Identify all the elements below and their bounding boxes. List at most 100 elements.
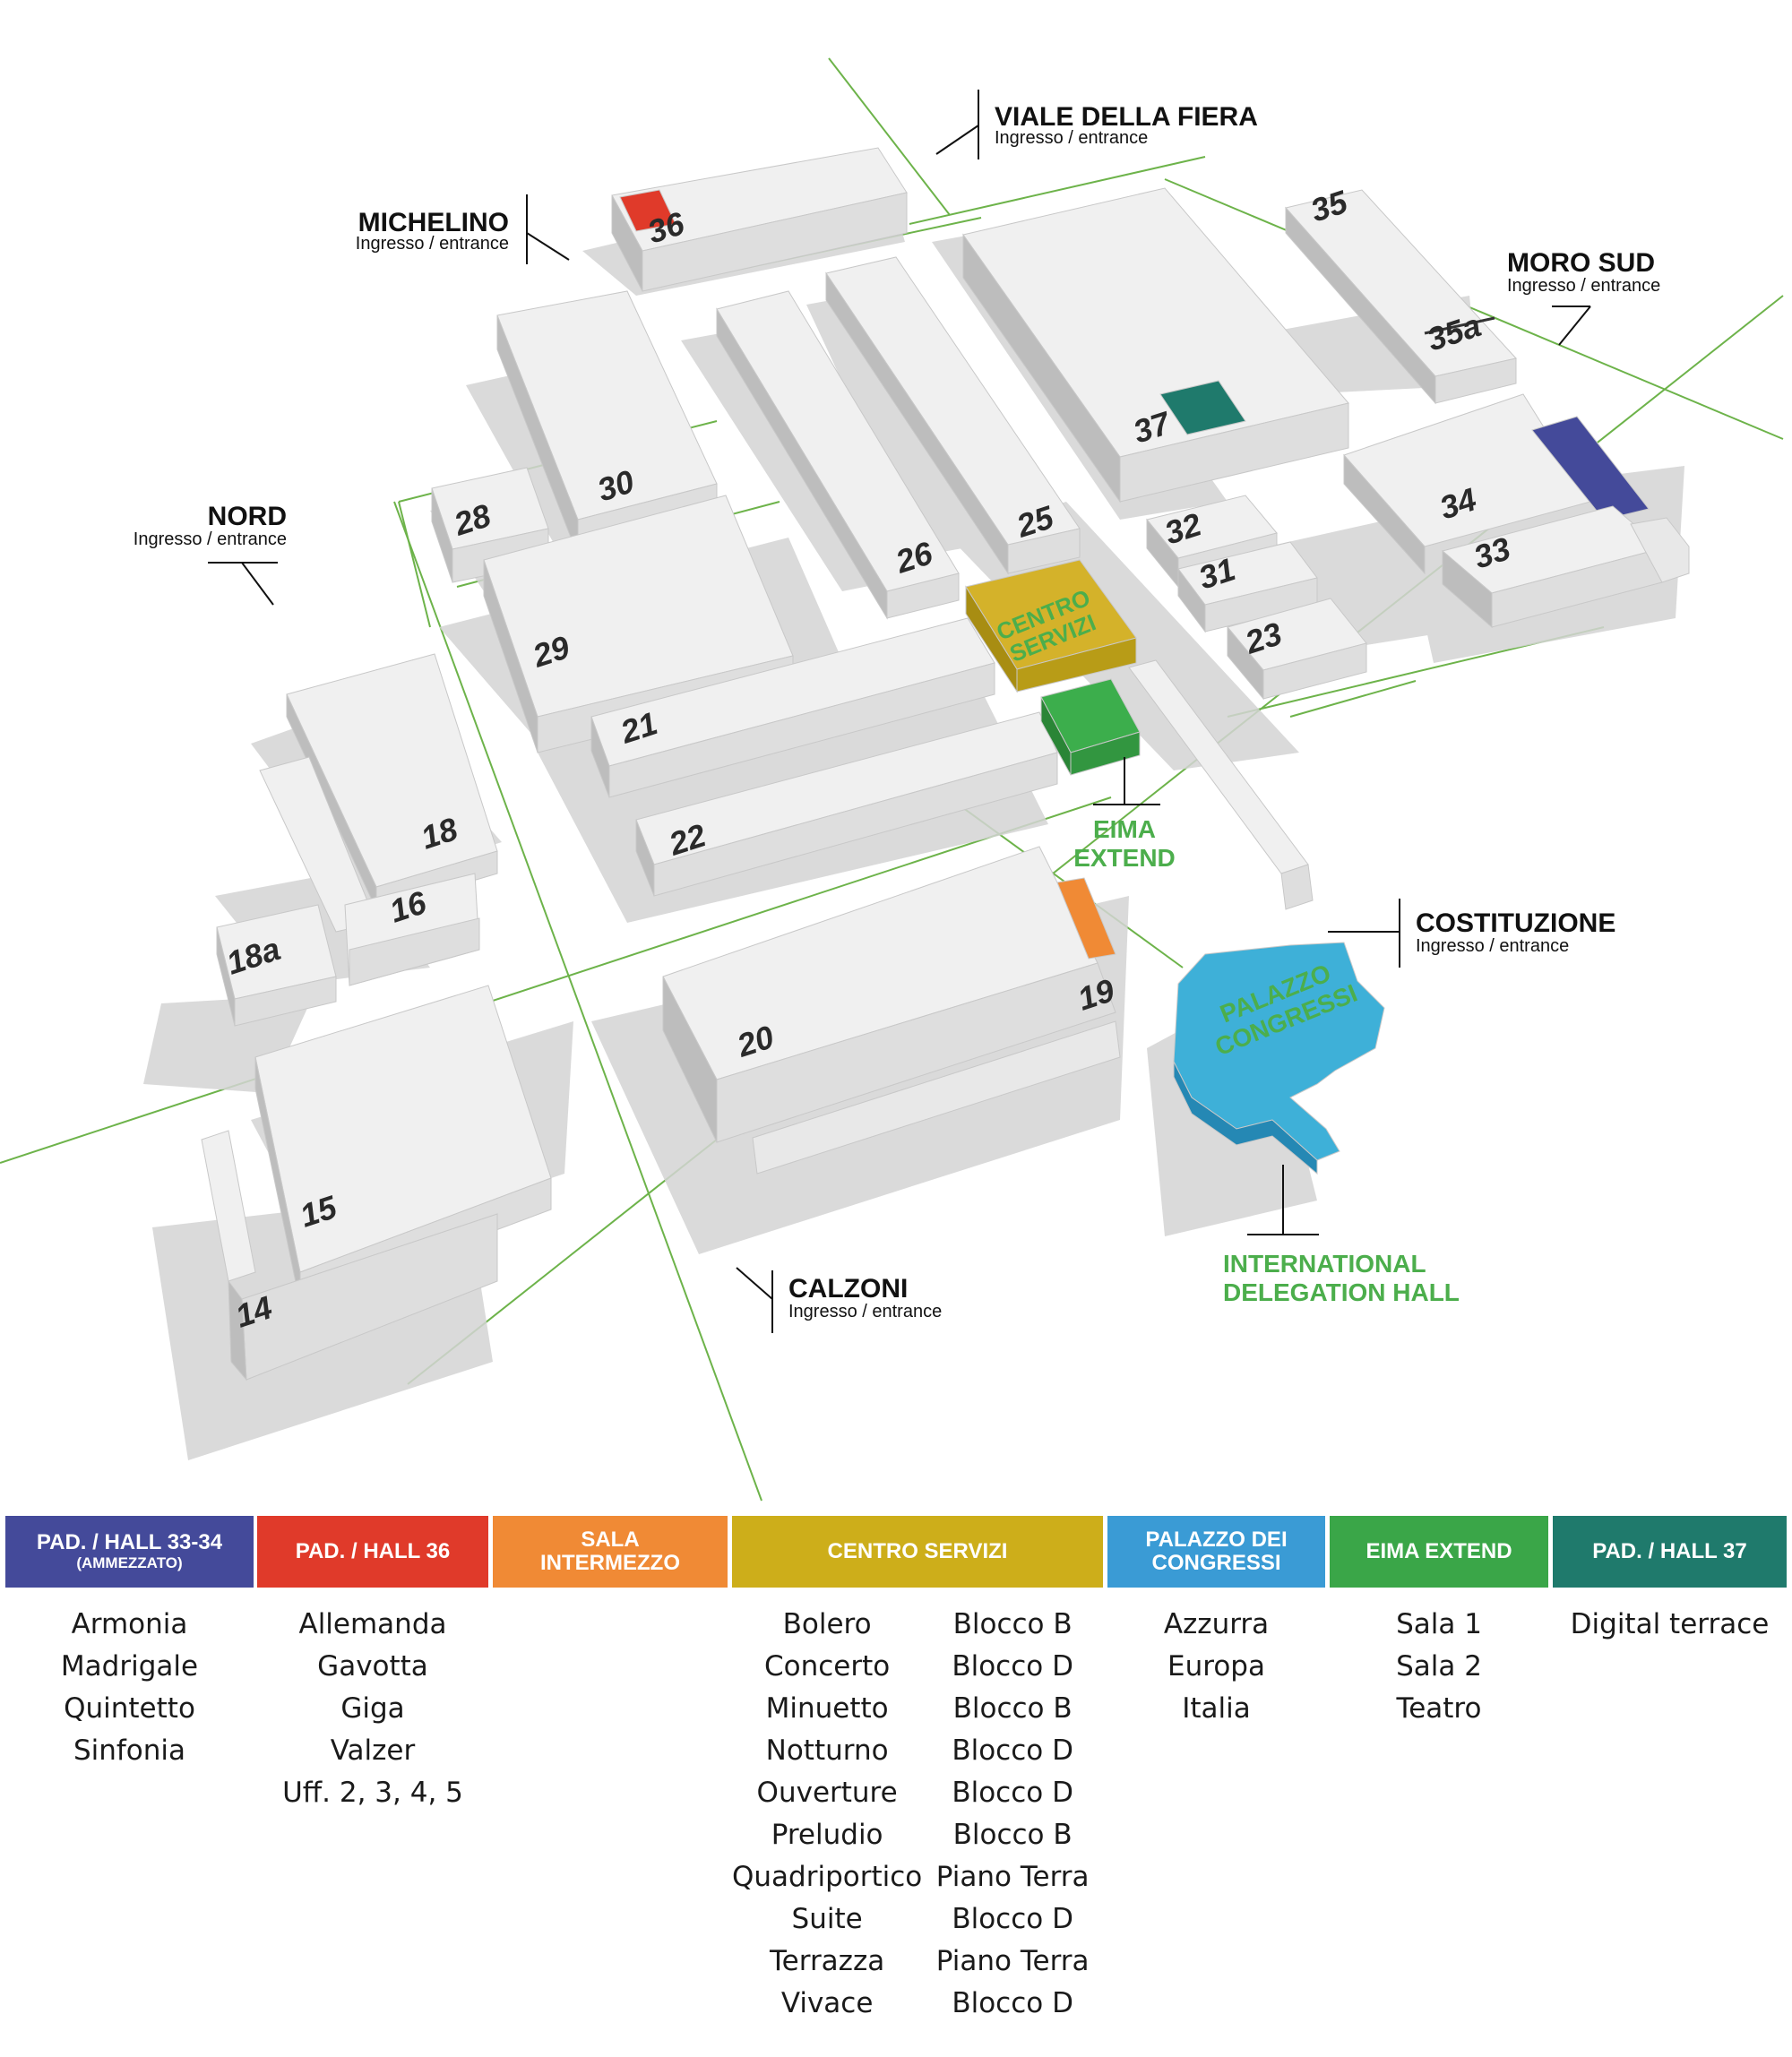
room-item: Vivace — [780, 1987, 874, 2019]
legend-hall-33-34: PAD. / HALL 33-34(AMMEZZATO) Armonia Mad… — [5, 1516, 254, 1772]
block-item: Blocco D — [952, 1734, 1073, 1767]
svg-text:EXTEND: EXTEND — [1073, 844, 1176, 872]
legend-eima-extend: EIMA EXTEND Sala 1 Sala 2 Teatro — [1330, 1516, 1548, 1730]
block-item: Blocco B — [952, 1819, 1073, 1851]
svg-text:INTERNATIONAL: INTERNATIONAL — [1223, 1250, 1426, 1278]
svg-text:Ingresso / entrance: Ingresso / entrance — [134, 529, 287, 549]
entrance-nord[interactable]: NORD Ingresso / entrance — [134, 502, 287, 606]
room-list: Armonia Madrigale Quintetto Sinfonia — [5, 1604, 254, 1772]
block-item: Piano Terra — [935, 1861, 1090, 1893]
svg-text:MORO SUD: MORO SUD — [1507, 248, 1655, 278]
room-list: Azzurra Europa Italia — [1107, 1604, 1325, 1730]
room-item: Armonia — [71, 1608, 188, 1640]
hall-14[interactable] — [201, 1130, 498, 1381]
entrance-viale-della-fiera[interactable]: VIALE DELLA FIERA Ingresso / entrance — [935, 90, 1258, 159]
eima-extend-building[interactable] — [1040, 678, 1141, 776]
room-item: Gavotta — [317, 1650, 428, 1683]
hall-21[interactable] — [590, 617, 995, 798]
entrance-calzoni[interactable]: CALZONI Ingresso / entrance — [736, 1267, 942, 1333]
legend-header: CENTRO SERVIZI — [732, 1516, 1103, 1588]
legend-header: PAD. / HALL 33-34(AMMEZZATO) — [5, 1516, 254, 1588]
room-item: Sala 1 — [1396, 1608, 1482, 1640]
legend-header: EIMA EXTEND — [1330, 1516, 1548, 1588]
block-item: Blocco D — [952, 1987, 1073, 2019]
block-item: Blocco D — [952, 1903, 1073, 1935]
room-item: Madrigale — [60, 1650, 199, 1683]
legend-hall-37: PAD. / HALL 37 Digital terrace — [1553, 1516, 1787, 1646]
svg-text:Ingresso / entrance: Ingresso / entrance — [356, 234, 509, 254]
room-item: Uff. 2, 3, 4, 5 — [282, 1777, 463, 1809]
centro-servizi-building[interactable] — [965, 559, 1137, 693]
svg-text:DELEGATION HALL: DELEGATION HALL — [1223, 1278, 1460, 1306]
hall-31[interactable] — [1177, 541, 1318, 633]
room-item: Azzurra — [1163, 1608, 1270, 1640]
room-list: Bolero Concerto Minuetto Notturno Ouvert… — [732, 1604, 922, 2025]
palazzo-congressi-building[interactable] — [1173, 942, 1385, 1175]
block-item: Blocco D — [952, 1650, 1073, 1683]
hall-20[interactable] — [662, 846, 1121, 1175]
room-item: Preludio — [771, 1819, 883, 1851]
hall-23[interactable] — [1227, 598, 1367, 701]
hall-25[interactable] — [825, 256, 1081, 575]
room-item: Notturno — [765, 1734, 889, 1767]
svg-text:VIALE DELLA FIERA: VIALE DELLA FIERA — [995, 102, 1258, 132]
room-legend: PAD. / HALL 33-34(AMMEZZATO) Armonia Mad… — [5, 1516, 1787, 2050]
hall-26[interactable] — [716, 290, 960, 620]
service-corridor — [1128, 659, 1314, 910]
block-item: Piano Terra — [935, 1945, 1090, 1977]
room-item: Quintetto — [64, 1692, 195, 1725]
sala-intermezzo-highlight — [1056, 877, 1116, 960]
hall-18a[interactable] — [216, 904, 337, 1027]
room-item: Valzer — [330, 1734, 416, 1767]
room-item: Quadriportico — [732, 1861, 923, 1893]
room-item: Concerto — [764, 1650, 891, 1683]
hall-35[interactable] — [1285, 189, 1517, 405]
svg-text:Ingresso / entrance: Ingresso / entrance — [995, 128, 1148, 148]
entrance-costituzione[interactable]: COSTITUZIONE Ingresso / entrance — [1328, 899, 1615, 968]
room-item: Europa — [1167, 1650, 1265, 1683]
legend-hall-36: PAD. / HALL 36 Allemanda Gavotta Giga Va… — [257, 1516, 488, 1814]
room-item: Ouverture — [756, 1777, 898, 1809]
room-list: Allemanda Gavotta Giga Valzer Uff. 2, 3,… — [257, 1604, 488, 1814]
svg-text:Ingresso / entrance: Ingresso / entrance — [1416, 936, 1569, 956]
room-item: Allemanda — [298, 1608, 447, 1640]
hall-36[interactable] — [611, 147, 908, 292]
block-list: Blocco B Blocco D Blocco B Blocco D Bloc… — [922, 1604, 1103, 2025]
room-item: Suite — [791, 1903, 863, 1935]
hall-34-highlight — [1531, 416, 1650, 521]
hall-34[interactable] — [1343, 393, 1650, 575]
hall-22[interactable] — [635, 711, 1058, 897]
room-item: Digital terrace — [1570, 1608, 1770, 1640]
svg-text:MICHELINO: MICHELINO — [358, 208, 509, 237]
room-item: Sala 2 — [1396, 1650, 1482, 1683]
entrance-moro-sud[interactable]: MORO SUD Ingresso / entrance — [1507, 248, 1660, 346]
hall-16[interactable] — [259, 756, 480, 986]
hall-37[interactable] — [962, 187, 1349, 503]
buildings — [201, 147, 1690, 1381]
svg-text:Ingresso / entrance: Ingresso / entrance — [788, 1302, 942, 1321]
eima-extend-label: EIMA EXTEND — [1073, 757, 1176, 872]
hall-37-highlight — [1159, 380, 1246, 435]
block-item: Blocco B — [952, 1692, 1073, 1725]
block-item: Blocco D — [952, 1777, 1073, 1809]
room-item: Giga — [340, 1692, 405, 1725]
legend-header: PAD. / HALL 36 — [257, 1516, 488, 1588]
legend-centro-servizi: CENTRO SERVIZI Bolero Concerto Minuetto … — [732, 1516, 1103, 2025]
svg-text:CALZONI: CALZONI — [788, 1274, 908, 1304]
hall-33[interactable] — [1441, 505, 1690, 629]
svg-text:NORD: NORD — [208, 502, 287, 531]
room-item: Sinfonia — [73, 1734, 186, 1767]
fairground-map: 363535a37302829262532313433232122181618a… — [0, 57, 1784, 1502]
entrance-michelino[interactable]: MICHELINO Ingresso / entrance — [356, 194, 570, 264]
legend-header: PAD. / HALL 37 — [1553, 1516, 1787, 1588]
room-item: Italia — [1182, 1692, 1251, 1725]
room-item: Bolero — [782, 1608, 872, 1640]
room-item: Minuetto — [765, 1692, 889, 1725]
international-delegation-hall-label: INTERNATIONAL DELEGATION HALL — [1223, 1165, 1460, 1306]
svg-text:COSTITUZIONE: COSTITUZIONE — [1416, 908, 1615, 938]
hall-36-highlight — [619, 189, 676, 232]
block-item: Blocco B — [952, 1608, 1073, 1640]
